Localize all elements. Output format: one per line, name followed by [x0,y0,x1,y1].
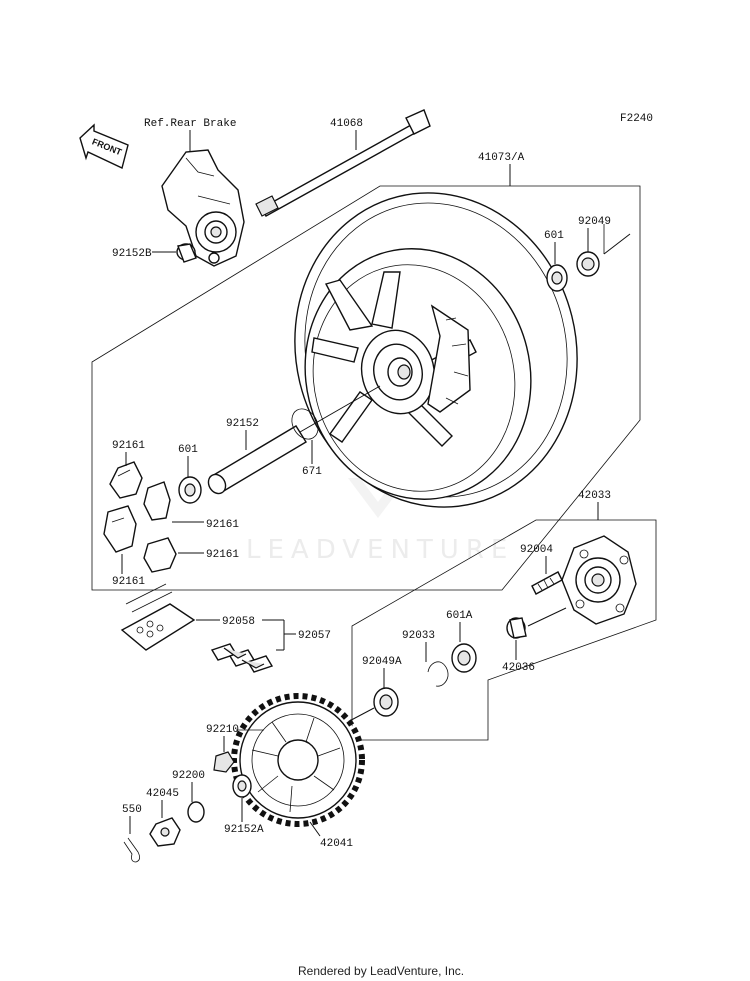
front-arrow-icon: FRONT [79,123,129,169]
rear-wheel-rim [294,192,578,508]
sprocket-hub-outline [351,519,657,741]
part-label-92058: 92058 [222,616,255,628]
part-label-92152: 92152 [226,418,259,430]
wheel-assembly-outline [91,185,641,591]
bearing-601-left [178,476,202,504]
part-label-92152A: 92152A [224,824,264,836]
damper-92161-2 [143,481,171,521]
part-label-42033: 42033 [578,490,611,502]
diagram-code: F2240 [620,113,653,125]
sprocket-hub-42033 [561,535,637,625]
watermark-text: LEADVENTURE [246,535,514,565]
part-label-42045: 42045 [146,788,179,800]
footer-credit: Rendered by LeadVenture, Inc. [298,964,464,978]
cotter-pin-550 [123,837,140,863]
part-label-92210: 92210 [206,724,239,736]
chain-joint-92058 [120,583,196,651]
part-label-550: 550 [122,804,142,816]
part-label-92161-b: 92161 [206,519,239,531]
drive-chain-92057 [210,643,274,673]
collar-92152A [232,774,252,798]
o-ring-671 [291,408,319,440]
caliper-bracket [161,149,245,267]
part-label-92057: 92057 [298,630,331,642]
part-label-92161-a: 92161 [112,440,145,452]
part-label-42041: 42041 [320,838,353,850]
nut-92210 [213,751,235,773]
rear-axle [255,109,431,217]
stud-92004 [531,571,563,595]
bearing-601A [451,643,477,673]
part-label-92161-c: 92161 [206,549,239,561]
part-label-41073A: 41073/A [478,152,525,164]
part-label-42036: 42036 [502,662,535,674]
part-label-671: 671 [302,466,322,478]
washer-92200 [187,801,205,823]
seal-92049 [576,251,600,277]
part-label-92049A: 92049A [362,656,402,668]
part-label-92200: 92200 [172,770,205,782]
part-label-601A: 601A [446,610,473,622]
bearing-601-right [546,264,568,292]
collar-42036 [506,617,527,639]
castle-nut-42045 [149,817,181,847]
damper-92161-3 [103,505,137,553]
circlip-92033 [427,661,449,687]
part-label-92049: 92049 [578,216,611,228]
part-label-601-mid: 601 [178,444,198,456]
seal-92049A [373,687,399,717]
part-label-92161-d: 92161 [112,576,145,588]
damper-92161-4 [143,537,177,573]
part-label-92152B: 92152B [112,248,152,260]
part-label-41068: 41068 [330,118,363,130]
rear-sprocket-42041 [231,693,365,827]
collar-92152b [176,243,197,263]
part-label-601-top: 601 [544,230,564,242]
ref-rear-brake-label: Ref.Rear Brake [144,118,236,130]
part-label-92004: 92004 [520,544,553,556]
spacer-92152 [207,425,307,495]
damper-92161-1 [109,461,143,499]
part-label-92033: 92033 [402,630,435,642]
